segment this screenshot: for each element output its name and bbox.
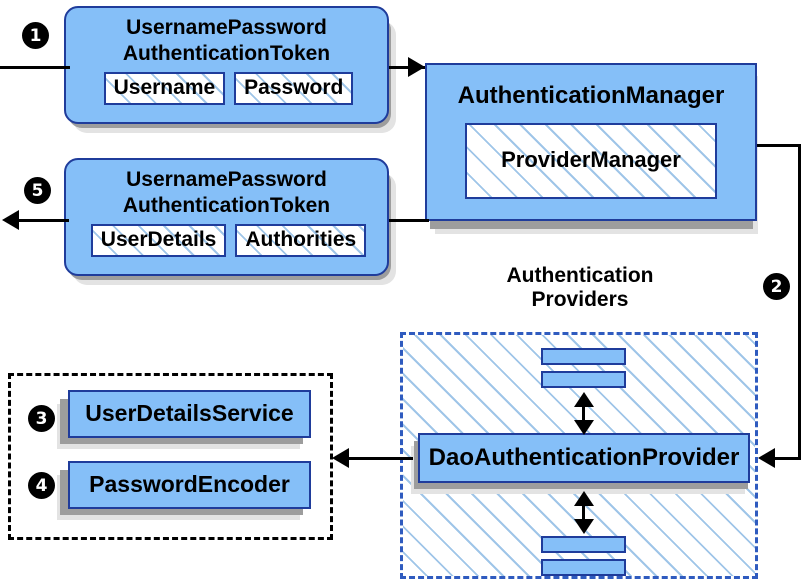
provider-manager-label: ProviderManager [501,147,681,173]
dao-authentication-provider-label: DaoAuthenticationProvider [428,443,740,471]
provider-placeholder-bar-4 [541,559,626,576]
step-badge-4: 4 [28,472,55,499]
authentication-providers-label-line2: Providers [531,287,629,311]
provider-to-services-line [347,457,413,460]
manager-to-provider-arrowhead [758,448,775,468]
response-token-slot-userdetails-label: UserDetails [100,228,217,252]
user-details-service-box[interactable]: UserDetailsService [68,390,311,438]
request-token-title-line2: AuthenticationToken [122,41,331,65]
response-token-slot-userdetails: UserDetails [90,224,227,257]
password-encoder-label: PasswordEncoder [89,471,290,498]
request-token-slots: Username Password [66,72,387,105]
request-token-box[interactable]: UsernamePassword AuthenticationToken Use… [64,6,389,124]
step-badge-3: 3 [28,405,55,432]
provider-link-top-line [582,397,585,424]
provider-placeholder-bar-1 [541,348,626,365]
response-token-title-line1: UsernamePassword [126,168,327,191]
provider-manager-box[interactable]: ProviderManager [465,122,717,199]
manager-to-provider-line-vertical [798,144,801,459]
provider-link-top-arrow-up [574,392,594,407]
manager-to-provider-line-bottom [773,457,801,460]
manager-to-provider-line-top [757,144,801,147]
collaborators-container [8,373,333,540]
request-token-slot-password-label: Password [244,76,344,100]
authentication-manager-box[interactable]: AuthenticationManager ProviderManager [425,63,757,221]
response-outgoing-line [17,219,69,222]
provider-link-bottom-arrow-up [574,491,594,506]
response-token-box[interactable]: UsernamePassword AuthenticationToken Use… [64,158,389,276]
dao-authentication-provider-box[interactable]: DaoAuthenticationProvider [418,433,750,483]
provider-to-services-arrowhead [332,448,349,468]
request-token-slot-password: Password [234,72,354,105]
token-to-manager-line [389,66,425,69]
authentication-manager-title: AuthenticationManager [457,82,725,109]
step-badge-1: 1 [22,22,49,49]
response-outgoing-arrowhead [2,210,19,230]
request-token-slot-username-label: Username [113,76,216,100]
provider-link-bottom-arrow-down [574,519,594,534]
response-token-slot-authorities-label: Authorities [245,228,357,252]
response-token-slot-authorities: Authorities [235,224,367,257]
step-badge-2: 2 [763,273,790,300]
response-token-slots: UserDetails Authorities [66,224,387,257]
request-token-title-line1: UsernamePassword [126,16,327,39]
authentication-providers-label-line1: Authentication [506,264,654,287]
user-details-service-label: UserDetailsService [85,400,294,427]
authentication-providers-label: Authentication Providers [460,264,700,311]
step-badge-5: 5 [24,177,51,204]
provider-link-top-arrow-down [574,420,594,435]
provider-link-bottom-line [582,496,585,523]
response-token-title-line2: AuthenticationToken [122,193,331,217]
request-token-slot-username: Username [103,72,226,105]
provider-placeholder-bar-3 [541,536,626,553]
incoming-request-line [0,66,70,69]
password-encoder-box[interactable]: PasswordEncoder [68,461,311,509]
token-to-manager-arrowhead [408,57,425,77]
provider-placeholder-bar-2 [541,371,626,388]
manager-to-response-token-line [389,219,429,222]
